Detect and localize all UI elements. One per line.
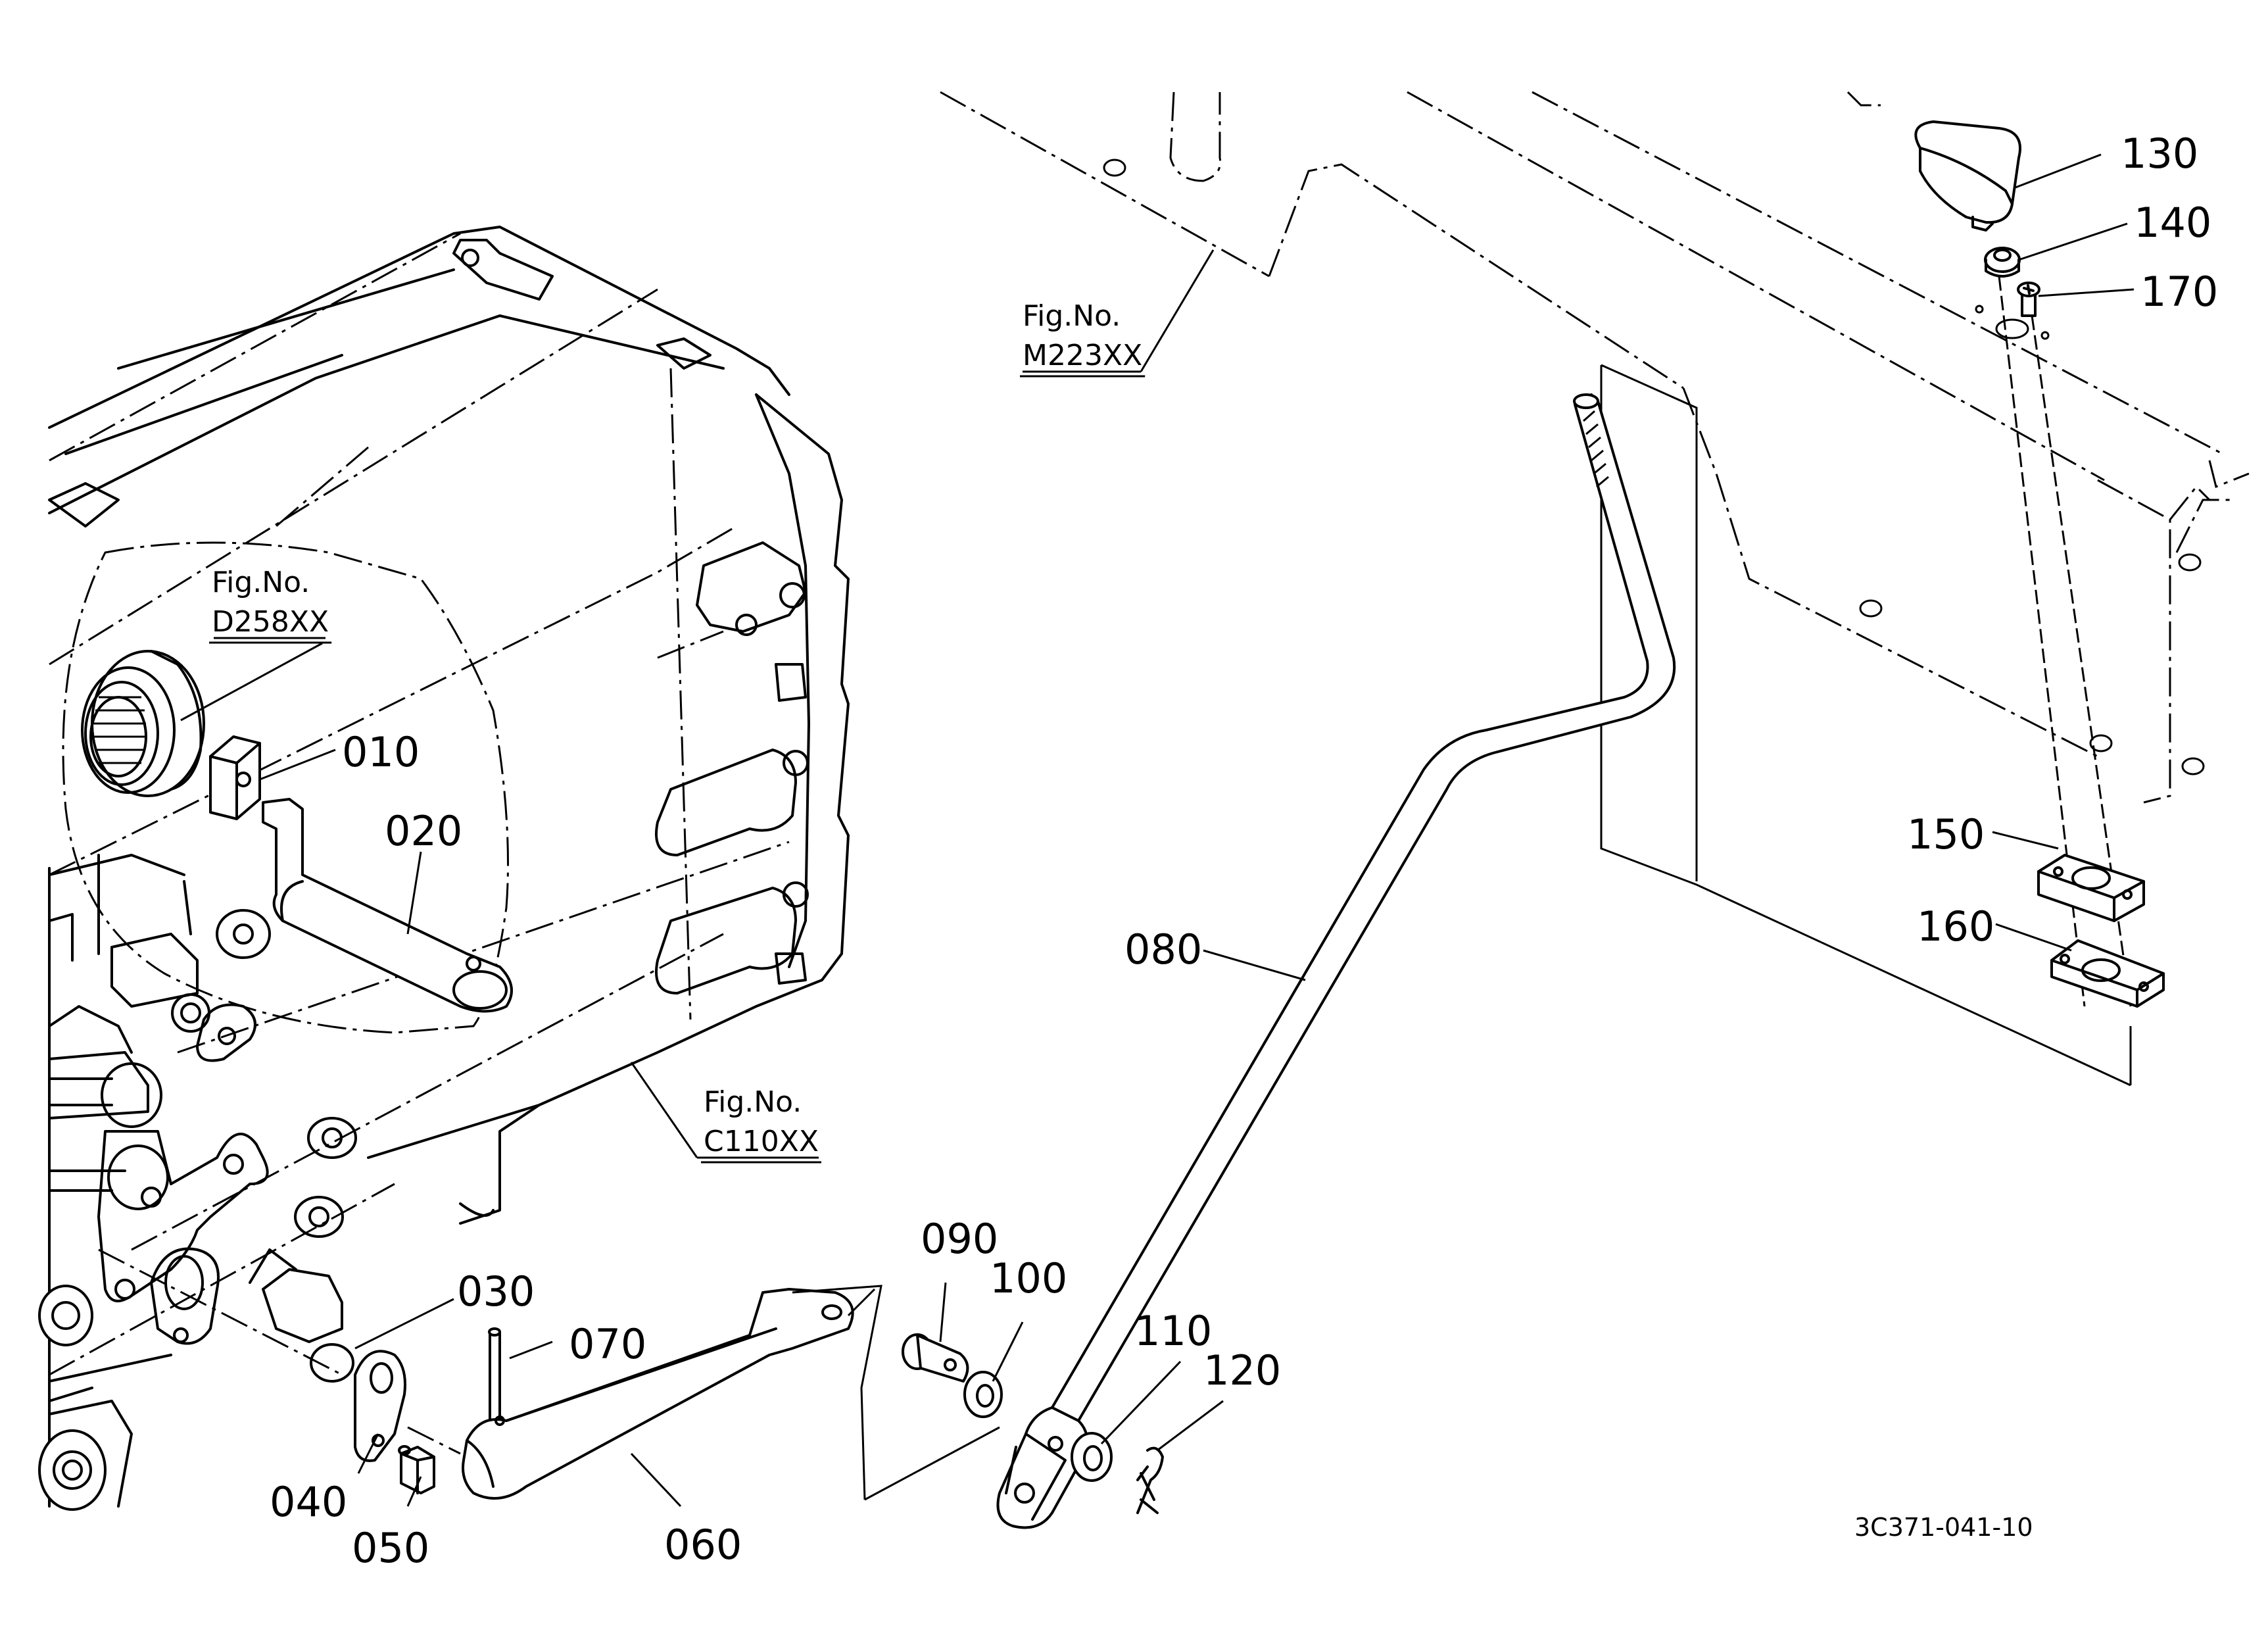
- part-100-washer: [963, 1371, 1003, 1418]
- callout-160[interactable]: 160: [1917, 902, 1994, 950]
- lever-phantom-box: [792, 1285, 1000, 1501]
- callout-040[interactable]: 040: [270, 1478, 347, 1526]
- figure-ref-c110[interactable]: Fig.No. C110XX: [701, 1085, 821, 1164]
- callout-140[interactable]: 140: [2134, 199, 2211, 247]
- callout-070[interactable]: 070: [569, 1320, 646, 1368]
- callout-030[interactable]: 030: [457, 1267, 535, 1315]
- part-160-plate: [2050, 939, 2165, 1008]
- part-080-rod: [996, 393, 1676, 1529]
- part-050-bolt: [398, 1445, 435, 1494]
- callout-120[interactable]: 120: [1203, 1346, 1281, 1394]
- callout-080[interactable]: 080: [1124, 925, 1202, 973]
- callout-060[interactable]: 060: [664, 1521, 742, 1569]
- part-120-pin: [1136, 1446, 1164, 1514]
- bearing-assembly: [81, 650, 205, 797]
- figure-ref-d258[interactable]: Fig.No. D258XX: [209, 566, 332, 644]
- callout-110[interactable]: 110: [1134, 1307, 1212, 1355]
- callout-100[interactable]: 100: [990, 1254, 1067, 1302]
- callout-050[interactable]: 050: [352, 1524, 429, 1572]
- drawing-code: 3C371-041-10: [1854, 1513, 2033, 1542]
- figure-ref-m223-line1: Fig.No.: [1023, 299, 1121, 333]
- part-010-block: [209, 735, 261, 820]
- figure-ref-d258-line2: D258XX: [212, 605, 329, 639]
- leader-lines: [180, 153, 2135, 1508]
- part-020-shaft: [262, 798, 513, 1013]
- figure-ref-c110-line2: C110XX: [704, 1125, 819, 1158]
- callout-170[interactable]: 170: [2140, 268, 2218, 316]
- callouts: 010 020 030 040 050 060 070 080 090 100 …: [270, 130, 2218, 1572]
- fender-panel: [940, 91, 2250, 1087]
- figure-ref-m223[interactable]: Fig.No. M223XX: [1020, 299, 1146, 378]
- part-060-lever: [462, 1288, 854, 1500]
- callout-020[interactable]: 020: [385, 807, 462, 855]
- callout-130[interactable]: 130: [2121, 130, 2198, 178]
- part-030-oring: [310, 1343, 354, 1383]
- part-110-washer: [1071, 1432, 1113, 1482]
- callout-090[interactable]: 090: [921, 1215, 998, 1263]
- figure-ref-c110-line1: Fig.No.: [704, 1085, 802, 1119]
- part-150-plate: [2037, 854, 2145, 922]
- figure-ref-d258-line1: Fig.No.: [212, 566, 310, 599]
- part-090-pin: [902, 1333, 969, 1383]
- part-070-pin: [488, 1327, 501, 1422]
- callout-150[interactable]: 150: [1907, 810, 1985, 858]
- part-040-plate: [354, 1350, 406, 1462]
- transmission-case: [38, 226, 850, 1511]
- callout-010[interactable]: 010: [342, 728, 420, 776]
- figure-ref-m223-line2: M223XX: [1023, 339, 1142, 372]
- axis-lines: [98, 1248, 461, 1455]
